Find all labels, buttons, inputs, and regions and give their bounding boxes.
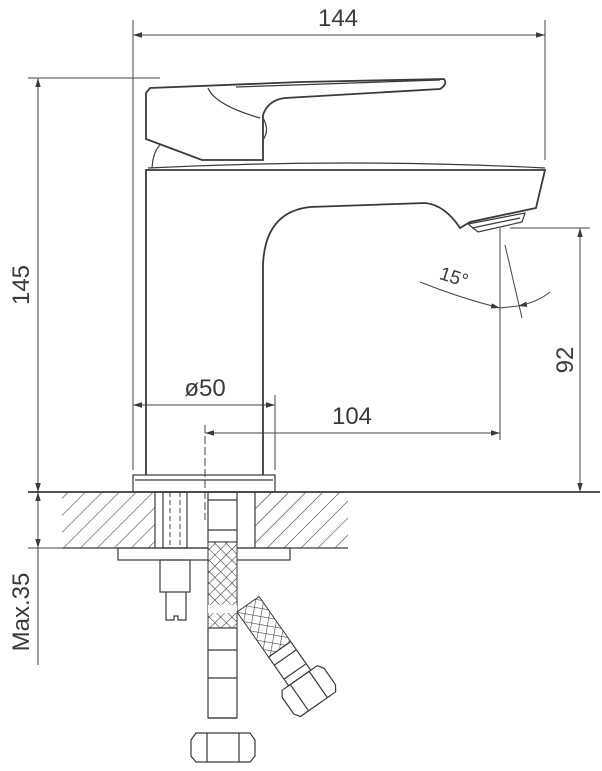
dimension-spout-angle: 15° — [419, 228, 551, 319]
dimension-base-diameter: ø50 — [133, 375, 275, 408]
supply-hose-angled — [236, 595, 337, 718]
mounting-stud — [159, 491, 191, 621]
faucet-handle — [145, 78, 447, 161]
faucet-base — [132, 474, 276, 493]
width-label: 144 — [318, 5, 358, 32]
countertop-section — [28, 491, 600, 561]
dimension-spout-reach: 104 — [205, 403, 500, 436]
supply-hose-straight — [190, 491, 256, 763]
dimension-width: 144 — [133, 5, 545, 38]
dimension-counter-thickness: Max.35 — [8, 470, 41, 665]
extension-lines — [28, 20, 590, 549]
counter-thickness-label: Max.35 — [8, 573, 35, 652]
dimension-height: 145 — [8, 78, 41, 492]
height-label: 145 — [8, 265, 35, 305]
base-diameter-label: ø50 — [184, 375, 225, 402]
spout-angle-label: 15° — [437, 263, 471, 292]
faucet-body — [145, 144, 547, 475]
spout-reach-label: 104 — [332, 403, 372, 430]
dimension-spout-height: 92 — [552, 228, 583, 492]
spout-height-label: 92 — [552, 347, 579, 374]
